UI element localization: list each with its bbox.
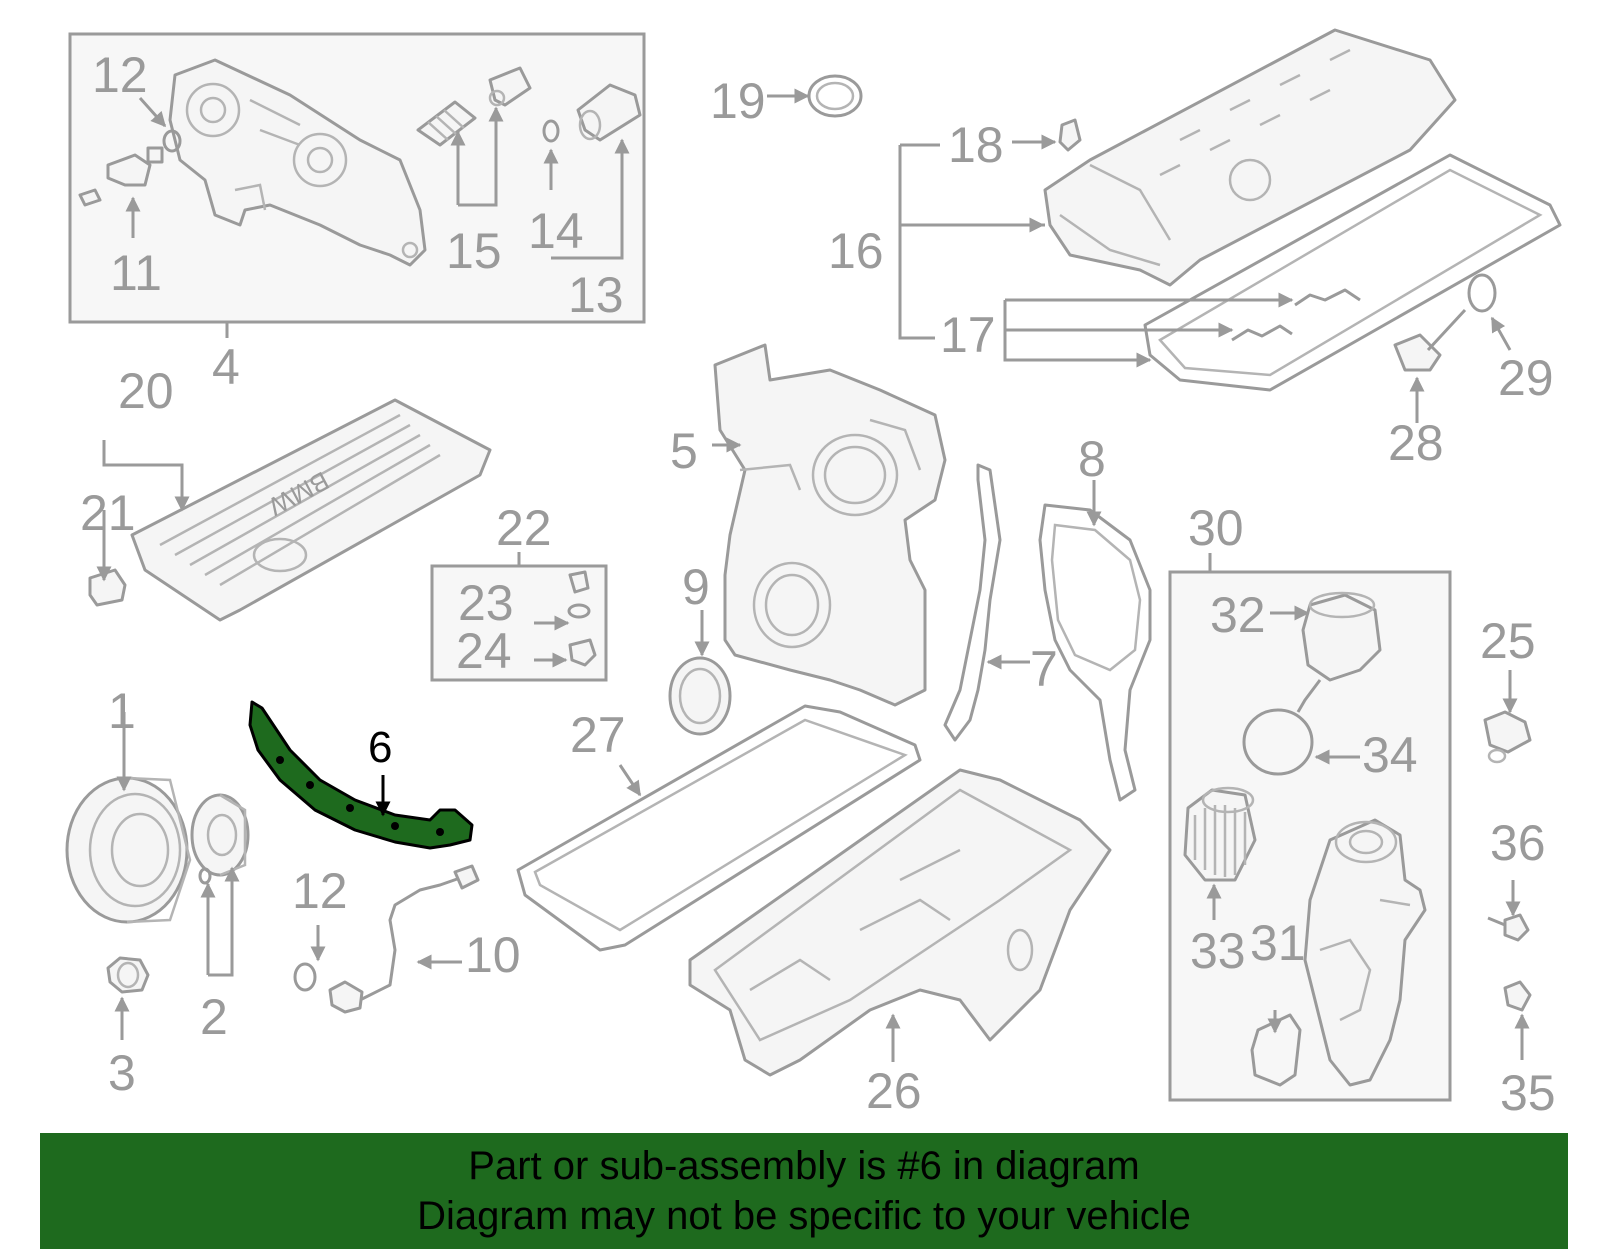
part-filter-15[interactable] xyxy=(416,66,532,147)
part-oil-pan-26[interactable] xyxy=(688,768,1112,1077)
part-engine-cover-20[interactable]: BMW xyxy=(130,398,492,622)
part-seal-12b[interactable] xyxy=(293,962,317,992)
callout-21: 21 xyxy=(80,485,136,541)
part-oring-34[interactable] xyxy=(1242,708,1314,776)
part-valve-cover-16[interactable] xyxy=(1043,28,1457,287)
part-sensor-25[interactable] xyxy=(1483,710,1532,764)
callout-15: 15 xyxy=(446,223,502,279)
part-bolt-3[interactable] xyxy=(106,956,150,994)
callout-2: 2 xyxy=(200,989,228,1045)
info-banner: Part or sub-assembly is #6 in diagram Di… xyxy=(40,1133,1568,1249)
callout-35: 35 xyxy=(1500,1065,1556,1121)
part-oil-filter-33[interactable] xyxy=(1183,786,1257,882)
callout-labels: 12 11 15 14 13 4 19 18 16 17 28 29 20 21… xyxy=(80,47,1556,1121)
part-filter-housing[interactable] xyxy=(1303,818,1427,1087)
callout-13: 13 xyxy=(568,267,624,323)
part-solenoid-13[interactable] xyxy=(542,83,642,143)
part-gasket-31[interactable] xyxy=(1250,1013,1302,1087)
callout-28: 28 xyxy=(1388,415,1444,471)
part-sensor-10[interactable] xyxy=(328,864,480,1014)
part-vibration-damper-1[interactable] xyxy=(65,776,192,924)
callout-6: 6 xyxy=(368,723,392,772)
callout-26: 26 xyxy=(866,1063,922,1119)
callout-29: 29 xyxy=(1498,350,1554,406)
part-seal-12a[interactable] xyxy=(162,129,182,153)
callout-31: 31 xyxy=(1250,915,1306,971)
callout-20: 20 xyxy=(118,363,174,419)
part-plug-24[interactable] xyxy=(568,638,597,667)
callout-3: 3 xyxy=(108,1045,136,1101)
callout-19: 19 xyxy=(710,73,766,129)
part-seal-19[interactable] xyxy=(807,74,863,118)
callout-27: 27 xyxy=(570,707,626,763)
callout-5: 5 xyxy=(670,423,698,479)
part-oring-29[interactable] xyxy=(1467,273,1497,313)
part-bolt-36[interactable] xyxy=(1487,913,1530,942)
callout-8: 8 xyxy=(1078,431,1106,487)
part-timing-case-cover-5[interactable] xyxy=(713,343,947,707)
callout-30: 30 xyxy=(1188,500,1244,556)
callout-10: 10 xyxy=(465,927,521,983)
callout-36: 36 xyxy=(1490,815,1546,871)
callout-1: 1 xyxy=(108,683,136,739)
part-sensor-28[interactable] xyxy=(1393,308,1467,372)
callout-14: 14 xyxy=(528,203,584,259)
callout-23: 23 xyxy=(458,575,514,631)
part-plug-23[interactable] xyxy=(567,570,591,619)
callout-16: 16 xyxy=(828,223,884,279)
part-oil-cap-18[interactable] xyxy=(1058,118,1082,152)
callout-24: 24 xyxy=(456,623,512,679)
part-grommet-21[interactable] xyxy=(88,568,127,607)
part-gasket-8[interactable] xyxy=(1038,503,1152,802)
callout-32: 32 xyxy=(1210,587,1266,643)
banner-line-1: Part or sub-assembly is #6 in diagram xyxy=(468,1144,1140,1188)
callout-22: 22 xyxy=(496,500,552,556)
callout-17: 17 xyxy=(940,307,996,363)
callout-9: 9 xyxy=(682,559,710,615)
callout-4: 4 xyxy=(212,339,240,395)
part-gasket-7[interactable] xyxy=(943,463,1002,742)
callout-34: 34 xyxy=(1362,727,1418,783)
part-6-highlighted[interactable] xyxy=(248,700,474,850)
callout-7: 7 xyxy=(1030,641,1058,697)
part-sensor-35[interactable] xyxy=(1503,980,1532,1012)
banner-line-2: Diagram may not be specific to your vehi… xyxy=(417,1194,1191,1238)
part-oil-pan-gasket-27[interactable] xyxy=(516,704,922,952)
part-vanos-unit[interactable] xyxy=(168,58,427,267)
callout-33: 33 xyxy=(1190,923,1246,979)
callout-18: 18 xyxy=(948,117,1004,173)
callout-25: 25 xyxy=(1480,613,1536,669)
part-filter-cap-32[interactable] xyxy=(1296,591,1382,713)
part-hub-2[interactable] xyxy=(190,793,250,885)
part-sensor-11[interactable] xyxy=(78,146,164,207)
part-valve-cover-gasket-17[interactable] xyxy=(1143,153,1562,392)
callout-12b: 12 xyxy=(292,863,348,919)
leader-lines xyxy=(96,88,1530,1062)
callout-12a: 12 xyxy=(92,47,148,103)
part-crank-seal-9[interactable] xyxy=(668,656,732,736)
callout-11: 11 xyxy=(110,245,162,301)
